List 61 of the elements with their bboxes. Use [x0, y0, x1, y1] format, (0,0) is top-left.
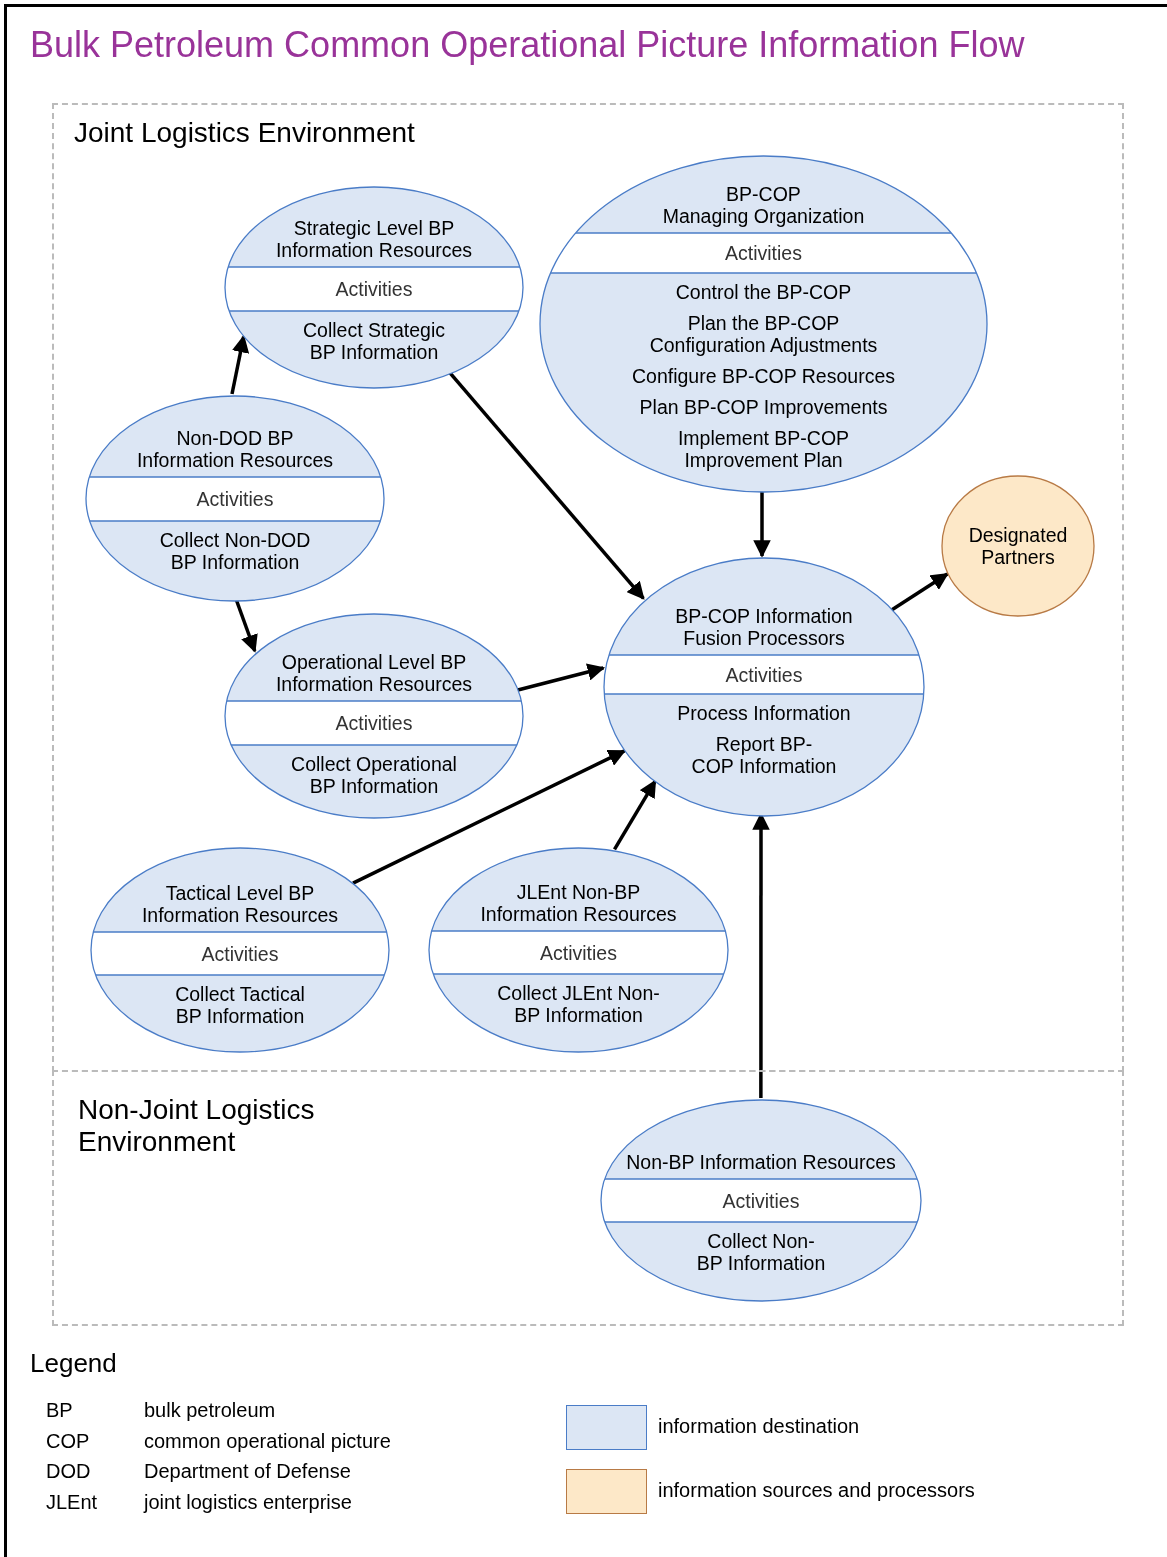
- lane-heading: BP-COP Information Fusion Processors: [674, 605, 854, 649]
- arrow: [516, 663, 606, 692]
- legend-label: information destination: [658, 1415, 860, 1438]
- abbreviation: DOD: [46, 1460, 91, 1484]
- activity-item: Configure BP-COP Resources: [631, 365, 896, 387]
- activity-item: Collect Non-DOD BP Information: [158, 529, 312, 573]
- abbreviation: BP: [46, 1399, 73, 1422]
- activity-item: Implement BP-COP Improvement Plan: [676, 427, 851, 471]
- abbreviation-meaning: joint logistics enterprise: [144, 1491, 352, 1515]
- lane-heading: Operational Level BP Information Resources: [274, 651, 474, 695]
- abbreviation-meaning: common operational picture: [144, 1429, 391, 1453]
- node-label: Designated Partners: [967, 524, 1069, 568]
- activity-ellipse: [224, 613, 524, 819]
- compartment-label: Activities: [725, 241, 802, 265]
- activity-item: Collect Tactical BP Information: [174, 983, 306, 1027]
- activity-item: Process Information: [676, 702, 852, 724]
- activity-item: Report BP-COP Information: [690, 733, 838, 777]
- activity-item: Plan the BP-COP Configuration Adjustments: [648, 312, 879, 356]
- activity-item: Collect Non-BP Information: [695, 1230, 827, 1274]
- arrow: [352, 749, 626, 885]
- environment-region: [52, 103, 1124, 1072]
- lane-heading: Tactical Level BP Information Resources: [140, 882, 340, 926]
- abbreviation-meaning: Department of Defense: [144, 1460, 351, 1484]
- arrow: [230, 334, 250, 395]
- diagram-title: Bulk Petroleum Common Operational Picture Information Flow: [30, 24, 1025, 66]
- activity-item: Collect Operational BP Information: [290, 753, 458, 797]
- abbreviation: COP: [46, 1429, 90, 1453]
- activity-item: Control the BP-COP: [674, 281, 853, 303]
- lane-heading: JLEnt Non-BP Information Resources: [479, 881, 678, 925]
- compartment-label: Activities: [201, 942, 279, 965]
- activity-ellipse: [85, 395, 385, 602]
- compartment-label: Activities: [722, 1189, 800, 1212]
- abbreviation: JLEnt: [46, 1491, 98, 1515]
- legend-label: information sources and processors: [658, 1479, 975, 1502]
- process-circle: [941, 475, 1095, 617]
- activity-ellipse: [90, 847, 390, 1053]
- arrow: [613, 779, 657, 851]
- lane-heading: BP-COP Managing Organization: [661, 183, 866, 227]
- compartment-label: Activities: [335, 711, 413, 735]
- region-title: Joint Logistics Environment: [74, 117, 415, 150]
- compartment-label: Activities: [540, 941, 617, 964]
- activity-ellipse: [224, 186, 524, 389]
- activity-ellipse: [603, 557, 925, 817]
- legend-title: Legend: [30, 1348, 117, 1379]
- region-title: Non-Joint Logistics Environment: [78, 1094, 316, 1159]
- activity-ellipse: [428, 847, 729, 1053]
- lane-heading: Non-BP Information Resources: [626, 1151, 896, 1173]
- activity-item: Plan BP-COP Improvements: [638, 396, 889, 418]
- compartment-label: Activities: [335, 277, 413, 301]
- activity-item: Collect JLEnt Non-BP Information: [496, 982, 661, 1026]
- arrow: [753, 490, 771, 558]
- lane-heading: Strategic Level BP Information Resources: [274, 217, 474, 261]
- arrow: [891, 572, 949, 612]
- environment-region: [52, 1070, 1124, 1326]
- compartment-label: Activities: [725, 663, 803, 686]
- lane-heading: Non-DOD BP Information Resources: [135, 427, 335, 471]
- activity-ellipse: [539, 155, 988, 493]
- activity-ellipse: [600, 1099, 922, 1302]
- compartment-label: Activities: [196, 487, 274, 511]
- activity-item: Collect Strategic BP Information: [302, 319, 446, 363]
- abbreviation-meaning: bulk petroleum: [144, 1399, 276, 1422]
